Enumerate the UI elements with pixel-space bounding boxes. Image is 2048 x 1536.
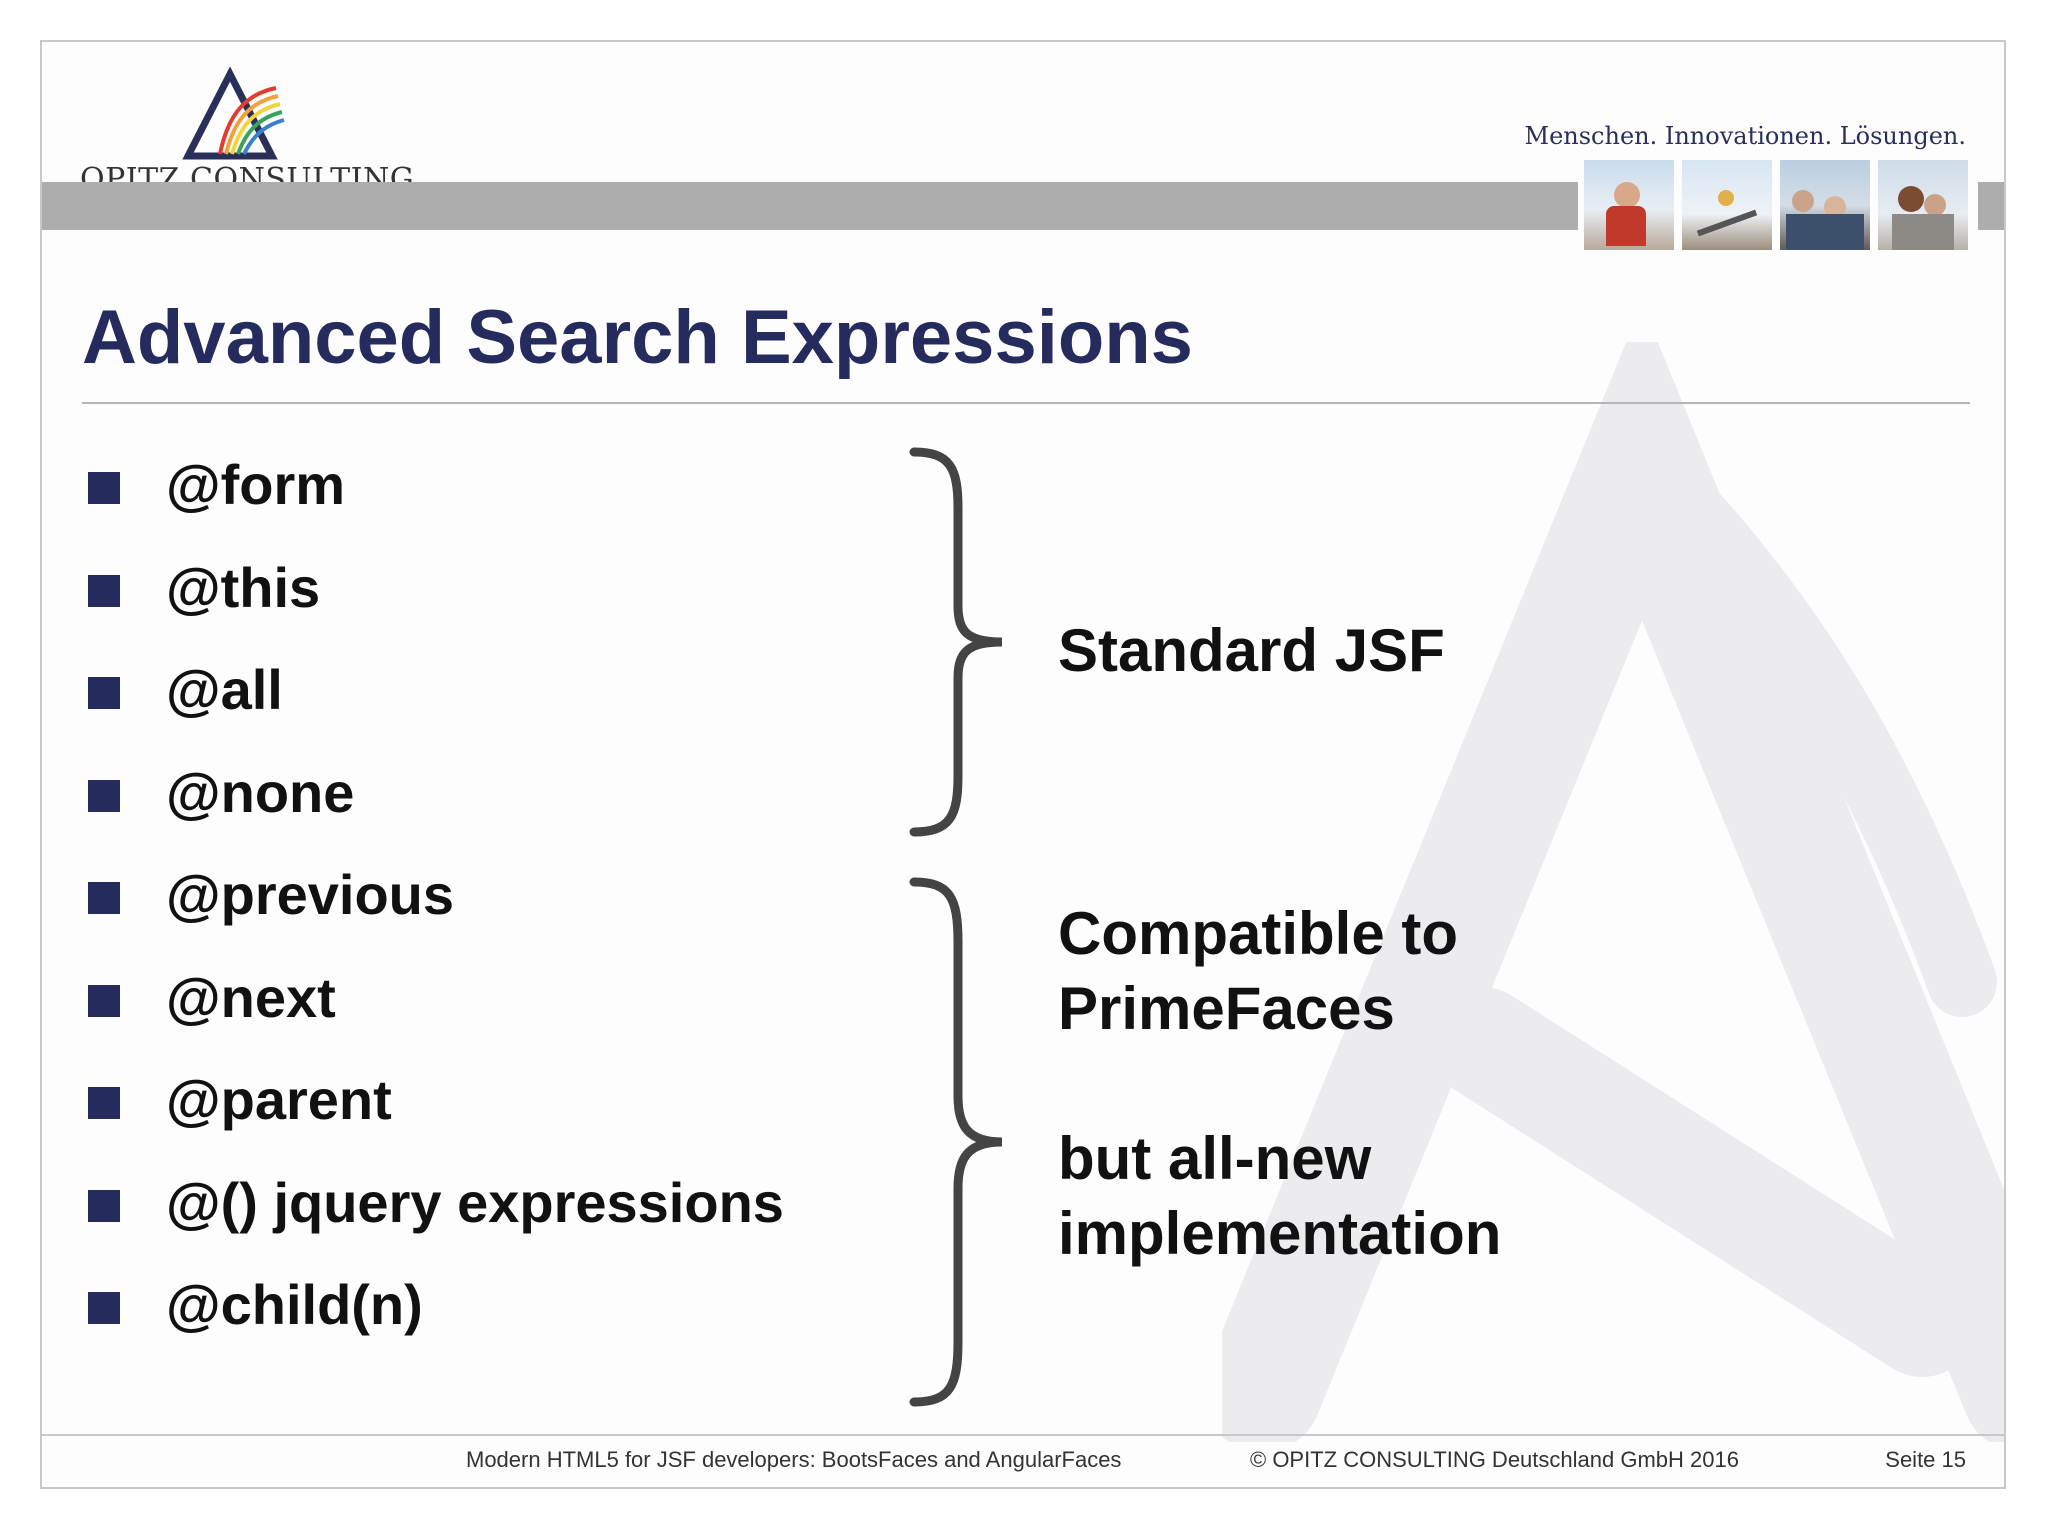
slide-title: Advanced Search Expressions xyxy=(82,295,1193,380)
footer-page-number: Seite 15 xyxy=(1885,1447,1966,1472)
primefaces-label-line1: Compatible to xyxy=(1058,900,1458,967)
footer-copyright: © OPITZ CONSULTING Deutschland GmbH 2016 xyxy=(1250,1447,1739,1472)
list-item: @() jquery expressions xyxy=(88,1168,784,1271)
photo-couple-thumbnail xyxy=(1878,160,1968,250)
bullet-square-icon xyxy=(88,1292,120,1324)
bullet-square-icon xyxy=(88,984,120,1017)
list-item: @this xyxy=(88,553,784,656)
footer-presentation-title: Modern HTML5 for JSF developers: BootsFa… xyxy=(466,1447,1122,1472)
title-divider xyxy=(82,402,1970,404)
header-band xyxy=(42,182,1578,230)
list-item: @child(n) xyxy=(88,1270,784,1373)
bullet-list: @form @this @all @none @previous @next @… xyxy=(88,450,784,1373)
curly-brace-primefaces-icon xyxy=(909,877,1003,1407)
list-item: @none xyxy=(88,758,784,861)
slide: OPITZ CONSULTING Menschen. Innovationen.… xyxy=(40,40,2006,1489)
header-band-end xyxy=(1978,182,2004,230)
list-item: @previous xyxy=(88,860,784,963)
bullet-square-icon xyxy=(88,1189,120,1222)
photo-playground-thumbnail xyxy=(1682,160,1772,250)
list-item: @next xyxy=(88,963,784,1066)
bullet-square-icon xyxy=(88,779,120,812)
implementation-label-line1: but all-new xyxy=(1058,1125,1372,1192)
bullet-square-icon xyxy=(88,472,120,504)
standard-jsf-label: Standard JSF xyxy=(1058,617,1445,684)
header-photos xyxy=(1584,160,1968,250)
logo-watermark xyxy=(1222,342,2004,1442)
footer-divider xyxy=(42,1434,2004,1436)
primefaces-label-line2: PrimeFaces xyxy=(1058,975,1395,1042)
bullet-square-icon xyxy=(88,882,120,914)
logo-mark-icon xyxy=(182,66,285,160)
photo-person-thumbnail xyxy=(1584,160,1674,250)
curly-brace-standard-icon xyxy=(909,447,1003,837)
bullet-square-icon xyxy=(88,677,120,709)
list-item: @all xyxy=(88,655,784,758)
photo-group-thumbnail xyxy=(1780,160,1870,250)
list-item: @form xyxy=(88,450,784,553)
bullet-square-icon xyxy=(88,574,120,607)
tagline: Menschen. Innovationen. Lösungen. xyxy=(1524,122,1967,150)
implementation-label-line2: implementation xyxy=(1058,1200,1502,1267)
bullet-square-icon xyxy=(88,1087,120,1119)
list-item: @parent xyxy=(88,1065,784,1168)
